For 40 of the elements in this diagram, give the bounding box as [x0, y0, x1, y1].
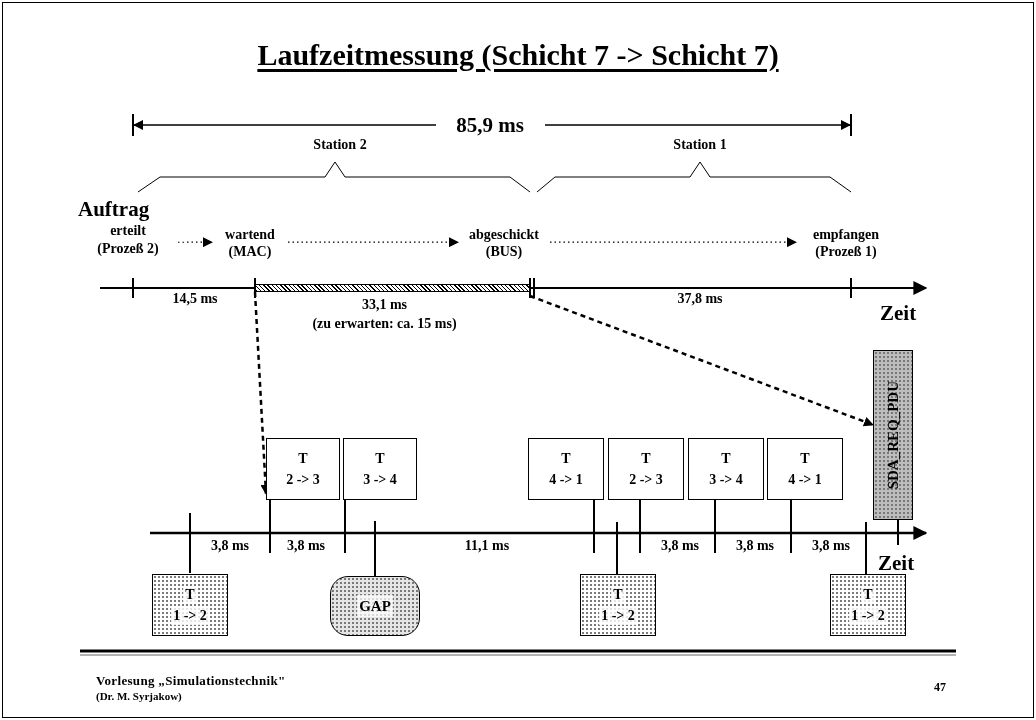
- token-box: T 2 -> 3: [266, 438, 340, 500]
- event-label: erteilt (Prozeß 2): [96, 222, 160, 258]
- duration-label: 3,8 ms: [659, 537, 701, 555]
- axis-label: Zeit: [880, 300, 918, 327]
- event-label: abgeschickt (BUS): [468, 225, 540, 261]
- duration-label: 11,1 ms: [463, 537, 511, 555]
- dimension-label: 85,9 ms: [455, 112, 525, 139]
- station-label: Station 2: [312, 136, 368, 154]
- axis-label: Zeit: [878, 550, 916, 577]
- duration-label: 3,8 ms: [810, 537, 852, 555]
- station-label: Station 1: [672, 136, 728, 154]
- gap-rounded-box: GAP: [330, 576, 420, 636]
- event-label: empfangen (Prozeß 1): [811, 225, 881, 261]
- arrow: [549, 237, 797, 248]
- arrow: [529, 294, 874, 427]
- token-box: T 1 -> 2: [830, 574, 906, 636]
- event-label: wartend (MAC): [224, 225, 276, 261]
- token-box: T 3 -> 4: [343, 438, 417, 500]
- token-box: T 3 -> 4: [688, 438, 764, 500]
- event-heading: Auftrag: [78, 196, 150, 223]
- arrow: [287, 237, 459, 248]
- footer-text: Vorlesung „Simulationstechnik": [96, 673, 287, 690]
- token-box: T 4 -> 1: [528, 438, 604, 500]
- note-text: (zu erwarten: ca. 15 ms): [312, 315, 457, 333]
- footer-text: (Dr. M. Syrjakow): [96, 690, 183, 704]
- duration-label: 37,8 ms: [676, 290, 724, 308]
- duration-label: 3,8 ms: [734, 537, 776, 555]
- duration-label: 3,8 ms: [209, 537, 251, 555]
- token-box: T 4 -> 1: [767, 438, 843, 500]
- token-box: T 1 -> 2: [152, 574, 228, 636]
- token-box: T 2 -> 3: [608, 438, 684, 500]
- arrow: [177, 237, 213, 248]
- hatched-bar: [255, 284, 530, 292]
- duration-label: 14,5 ms: [171, 290, 219, 308]
- token-box: T 1 -> 2: [580, 574, 656, 636]
- page-number: 47: [933, 680, 947, 695]
- slide-title: Laufzeitmessung (Schicht 7 -> Schicht 7): [256, 37, 780, 73]
- duration-label: 33,1 ms: [361, 296, 408, 314]
- pdu-box: SDA_REQ_PDU: [873, 350, 913, 520]
- duration-label: 3,8 ms: [285, 537, 327, 555]
